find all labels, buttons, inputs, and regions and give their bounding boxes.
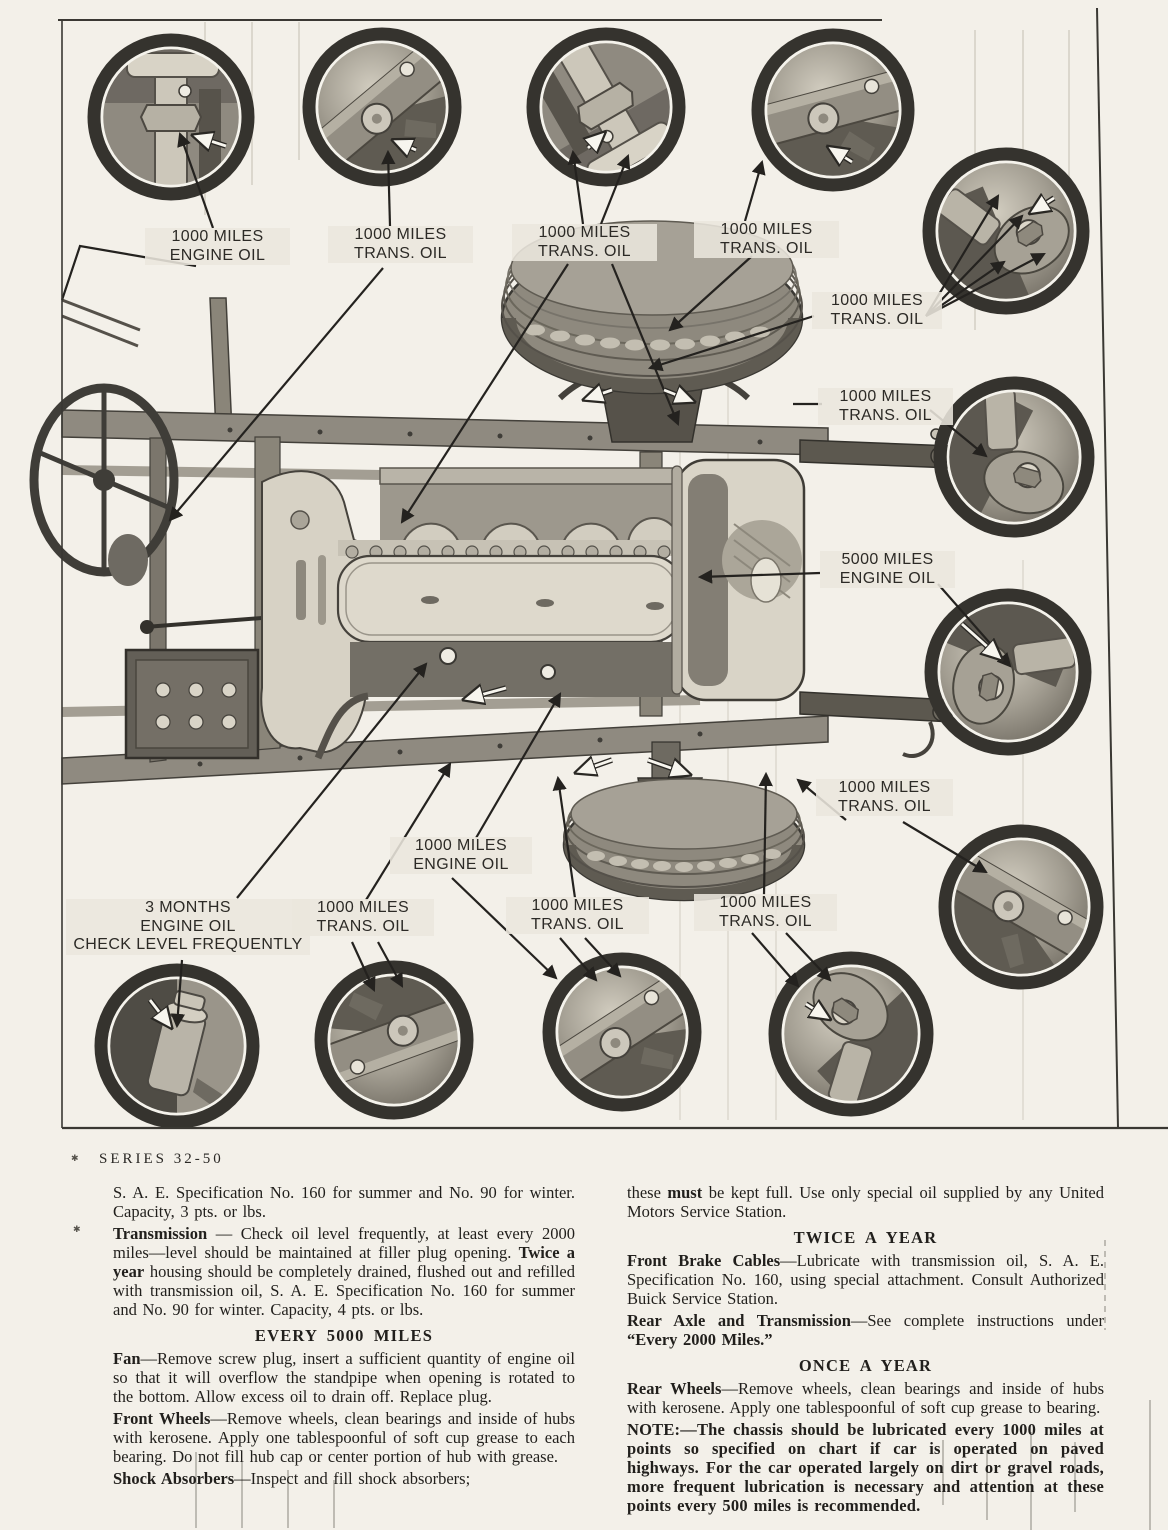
photo-inset [933, 376, 1095, 538]
callout-line: TRANS. OIL [292, 917, 434, 936]
photo-inset [924, 588, 1092, 756]
footnote-mark: ✱ [71, 1153, 79, 1163]
callout-line: TRANS. OIL [694, 239, 839, 258]
intake-manifold [379, 467, 682, 547]
callout-leader-lines [60, 131, 1046, 1029]
white-pointer-arrows [147, 134, 1056, 1026]
paragraph: Shock Absorbers—Inspect and fill shock a… [113, 1469, 471, 1488]
text-column-left: S. A. E. Specification No. 160 for summe… [113, 1183, 575, 1491]
section-heading: TWICE A YEAR [793, 1228, 938, 1247]
callout-line: 1000 MILES [816, 779, 953, 798]
callout-line: ENGINE OIL [820, 569, 955, 588]
callout-line: TRANS. OIL [694, 912, 837, 931]
callout-line: 1000 MILES [145, 228, 290, 247]
oil-pan [314, 642, 680, 760]
paragraph: Rear Wheels—Remove wheels, clean bearing… [627, 1379, 1104, 1417]
callout-line: ENGINE OIL [390, 855, 532, 874]
photo-inset [526, 27, 686, 187]
photo-inset [87, 33, 255, 201]
photo-inset [768, 951, 934, 1117]
battery-box [124, 648, 260, 760]
engine-block [336, 540, 685, 644]
note-paragraph: NOTE:—The chassis should be lubricated e… [627, 1420, 1104, 1515]
callout-line: 1000 MILES [694, 894, 837, 913]
photo-inset [314, 960, 474, 1120]
callout-trans-oil-right-3: 1000 MILES TRANS. OIL [816, 779, 953, 816]
text-column-right: these must be kept full. Use only specia… [627, 1183, 1104, 1518]
series-caption: SERIES 32-50 [99, 1151, 224, 1167]
margin-mark: ✱ [73, 1224, 81, 1234]
paragraph: Front Wheels—Remove wheels, clean bearin… [113, 1409, 575, 1466]
callout-line: 1000 MILES [818, 388, 953, 407]
photo-inset [938, 824, 1104, 990]
exhaust-pipe [314, 692, 369, 760]
callout-trans-oil-right-1: 1000 MILES TRANS. OIL [812, 292, 942, 329]
callout-trans-oil-top-1: 1000 MILES TRANS. OIL [328, 226, 473, 263]
paragraph: Transmission — Check oil level frequentl… [113, 1224, 575, 1319]
page-border-rules [58, 7, 1168, 1130]
paragraph: Front Brake Cables—Lubricate with transm… [627, 1251, 1104, 1308]
callout-line: 1000 MILES [292, 899, 434, 918]
steering-column-pole [209, 297, 233, 433]
photo-inset [94, 963, 260, 1129]
callout-line: TRANS. OIL [818, 406, 953, 425]
callout-trans-oil-bottom-1: 1000 MILES TRANS. OIL [292, 899, 434, 936]
callout-line: 3 MONTHS [66, 899, 310, 918]
callout-line: TRANS. OIL [512, 242, 657, 261]
front-axle [799, 428, 953, 758]
section-heading: ONCE A YEAR [798, 1356, 933, 1375]
callout-trans-oil-bottom-3: 1000 MILES TRANS. OIL [694, 894, 837, 931]
callout-trans-oil-bottom-2: 1000 MILES TRANS. OIL [506, 897, 649, 934]
callout-engine-oil-5000: 5000 MILES ENGINE OIL [820, 551, 955, 588]
paragraph: Rear Axle and Transmission—See complete … [627, 1311, 1104, 1349]
callout-3-months-engine-oil: 3 MONTHS ENGINE OIL CHECK LEVEL FREQUENT… [66, 899, 310, 955]
callout-line: 1000 MILES [506, 897, 649, 916]
callout-trans-oil-top-3: 1000 MILES TRANS. OIL [694, 221, 839, 258]
photo-inset [542, 952, 702, 1112]
callout-line: CHECK LEVEL FREQUENTLY [66, 936, 310, 955]
steering-wheel [29, 383, 179, 586]
callout-line: TRANS. OIL [328, 244, 473, 263]
callout-engine-oil-top: 1000 MILES ENGINE OIL [145, 228, 290, 265]
callout-trans-oil-right-2: 1000 MILES TRANS. OIL [818, 388, 953, 425]
radiator-shell [671, 458, 806, 702]
callout-engine-oil-bottom: 1000 MILES ENGINE OIL [390, 837, 532, 874]
callout-line: 1000 MILES [512, 224, 657, 243]
left-frame-horn [61, 298, 141, 348]
callout-line: TRANS. OIL [812, 310, 942, 329]
photo-inset [751, 28, 915, 192]
callout-line: 1000 MILES [390, 837, 532, 856]
callout-line: ENGINE OIL [66, 917, 310, 936]
photo-inset [302, 27, 462, 187]
callout-line: ENGINE OIL [145, 246, 290, 265]
callout-line: 1000 MILES [812, 292, 942, 311]
paragraph: S. A. E. Specification No. 160 for summe… [113, 1183, 575, 1221]
scan-streaks-text-area [195, 1240, 1151, 1530]
callout-line: 1000 MILES [328, 226, 473, 245]
callout-line: TRANS. OIL [506, 915, 649, 934]
callout-line: 1000 MILES [694, 221, 839, 240]
callout-line: 5000 MILES [820, 551, 955, 570]
paragraph: Fan—Remove screw plug, insert a sufficie… [113, 1349, 575, 1406]
paragraph: these must be kept full. Use only specia… [627, 1183, 1104, 1221]
frame-rail-top [61, 409, 829, 456]
section-heading: EVERY 5000 MILES [254, 1326, 434, 1345]
callout-line: TRANS. OIL [816, 797, 953, 816]
callout-trans-oil-top-2: 1000 MILES TRANS. OIL [512, 224, 657, 261]
